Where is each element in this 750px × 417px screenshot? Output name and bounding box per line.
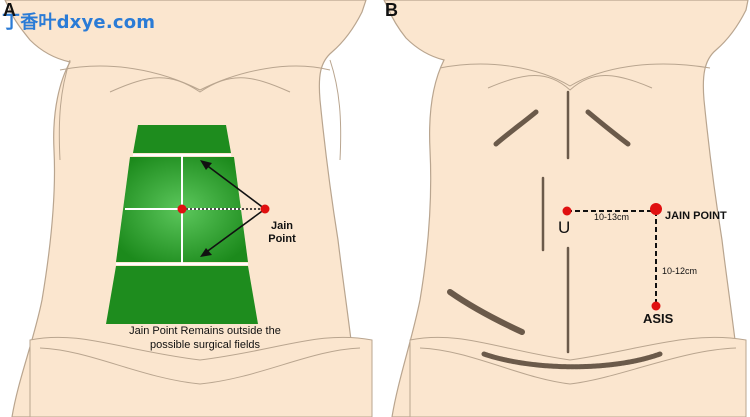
panel-b-umbilicus-dot xyxy=(562,206,572,216)
panel-b-groin-line xyxy=(419,347,737,385)
panel-a-arrow-up xyxy=(204,163,266,210)
panel-a-field-bottom xyxy=(106,266,258,324)
panel-b-right-iliac-scar xyxy=(447,289,525,335)
panel-a-arrow-down xyxy=(204,208,266,254)
panel-a-waist-right xyxy=(329,59,342,161)
panel-b-left-subcostal-scar xyxy=(585,109,631,147)
panel-a-arrowhead-down xyxy=(200,248,212,257)
panel-b-rib-line xyxy=(487,75,653,91)
panel-b-umbilicus-label: U xyxy=(558,218,571,237)
panel-a-label: A xyxy=(3,0,16,20)
panel-b-vertical-distance-label: 10-12cm xyxy=(662,266,698,276)
panel-b-scars xyxy=(447,90,663,370)
panel-a-center-dot xyxy=(177,204,187,214)
watermark-logo: 丁香叶dxye.com xyxy=(2,12,156,33)
panel-b-chest-line xyxy=(439,63,711,87)
panel-a-waist-left xyxy=(58,59,71,161)
panel-a-groin xyxy=(29,336,373,417)
panel-b-jain-point-label: JAIN POINT xyxy=(665,210,727,222)
panel-a-arrowhead-up xyxy=(200,160,212,170)
panel-b-jain-point-dot xyxy=(650,203,662,215)
panel-b-asis-label: ASIS xyxy=(643,311,674,326)
panel-b-asis-dot xyxy=(651,301,661,311)
panel-b-markers xyxy=(562,203,662,311)
panel-b-pfannenstiel-scar xyxy=(481,351,663,370)
panel-b-horizontal-distance-label: 10-13cm xyxy=(594,212,630,222)
panel-b-label: B xyxy=(385,0,398,20)
panel-a-jain-point-label: Jain Point xyxy=(268,220,296,245)
panel-a-markers xyxy=(177,160,270,257)
panel-a-jain-point-dot xyxy=(260,204,270,214)
panel-b-right-subcostal-scar xyxy=(493,109,539,147)
panel-a-groin-line xyxy=(39,347,361,385)
panel-a-caption: Jain Point Remains outside the possible … xyxy=(129,325,281,351)
panel-a-chest-line xyxy=(59,65,331,91)
panel-a-field-top xyxy=(133,125,231,153)
panel-a-rib-line xyxy=(109,77,291,93)
